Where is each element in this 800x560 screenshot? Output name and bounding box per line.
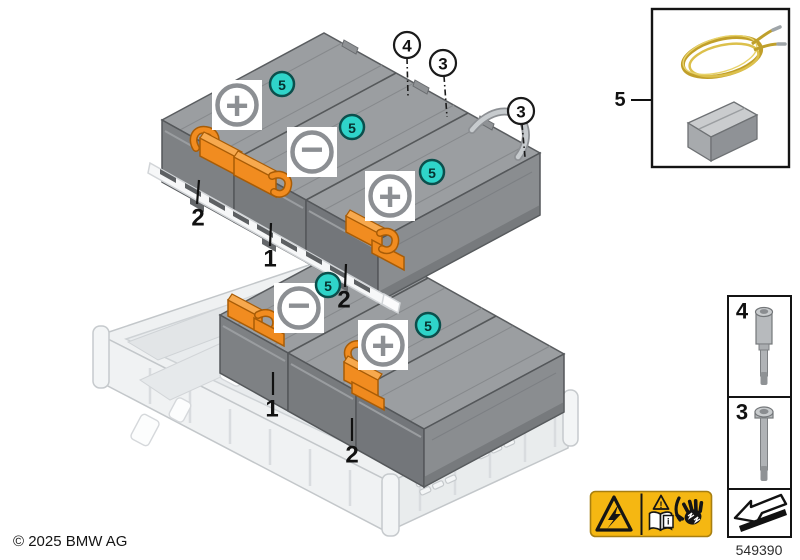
callout-label: 1 — [263, 246, 276, 273]
plus-glyph: + — [378, 175, 401, 219]
callout-2-rail-lower-end[interactable]: 2 — [337, 263, 351, 314]
callout-1-lower[interactable]: 1 — [265, 372, 279, 423]
callout-label: 3 — [516, 103, 525, 122]
legend-screw-3-box: 3 — [727, 396, 792, 490]
callout-label: 2 — [337, 287, 350, 314]
callout-2-rail-upper[interactable]: 2 — [191, 179, 205, 232]
callout-label: 1 — [265, 396, 278, 423]
callout-2-bottom[interactable]: 2 — [345, 418, 359, 469]
callout-5-badge[interactable]: 5 — [268, 70, 296, 98]
plus-glyph: + — [225, 84, 248, 128]
plus-terminal-icon: + — [358, 320, 408, 370]
terminal-connector-upper-left — [189, 125, 293, 199]
direction-arrow-icon — [733, 493, 788, 532]
callout-5-badge[interactable]: 5 — [414, 311, 442, 339]
callout-label: 5 — [614, 89, 625, 111]
info-glyph: i — [667, 517, 670, 527]
callout-label: 3 — [438, 55, 447, 74]
minus-glyph: − — [300, 128, 323, 172]
minus-terminal-icon: − — [274, 283, 324, 333]
callout-label: 5 — [428, 165, 436, 181]
callout-5-badge[interactable]: 5 — [418, 158, 446, 186]
callout-5-badge[interactable]: 5 — [314, 271, 342, 299]
callout-3-circled-a[interactable]: 3 — [428, 48, 458, 118]
callout-label: 5 — [324, 278, 332, 294]
callout-4-circled[interactable]: 4 — [392, 30, 422, 97]
callout-1-upper[interactable]: 1 — [263, 222, 277, 273]
terminal-plates: + − + − + — [212, 80, 415, 370]
legend-label-3: 3 — [736, 400, 748, 425]
callout-3-circled-b[interactable]: 3 — [506, 96, 536, 158]
terminal-connector-upper-right — [345, 209, 405, 272]
minus-glyph: − — [287, 284, 310, 328]
tray-corner-posts — [92, 325, 579, 537]
legend-screw-4-box: 4 — [727, 295, 792, 398]
high-voltage-warning-icon — [595, 495, 633, 532]
shoulder-screw-icon — [754, 306, 774, 385]
plus-terminal-icon: + — [365, 171, 415, 221]
terminal-connector-lower-left — [227, 293, 285, 348]
callout-label: 5 — [348, 120, 356, 136]
foam-pad-icon — [686, 101, 759, 163]
circled-callouts: 4 3 3 — [392, 30, 536, 158]
assembly-direction-box — [727, 488, 792, 538]
callout-label: 5 — [424, 318, 432, 334]
battery-module-group-upper — [160, 32, 542, 304]
legend-kit-box: 5 — [614, 7, 791, 169]
plus-glyph: + — [371, 324, 394, 368]
plain-callouts: 2 1 2 1 2 — [191, 179, 359, 469]
callout-5-badges: 5 5 5 5 5 — [268, 70, 446, 339]
read-instructions-icon: ! i — [648, 494, 674, 532]
callout-label: 4 — [402, 37, 412, 56]
rail-gap-shadows — [160, 169, 370, 293]
plus-terminal-icon: + — [212, 80, 262, 130]
callout-5-badge[interactable]: 5 — [338, 113, 366, 141]
repair-wire-icon — [680, 25, 787, 79]
callout-label: 5 — [278, 77, 286, 93]
minus-terminal-icon: − — [287, 127, 337, 177]
callout-5-kit[interactable]: 5 — [614, 89, 652, 111]
cheese-head-screw-icon — [754, 406, 774, 481]
electric-shock-hand-icon — [674, 496, 704, 525]
legend-label-4: 4 — [736, 299, 749, 324]
callout-label: 2 — [345, 442, 358, 469]
exclamation-glyph: ! — [660, 500, 663, 510]
drawing-number: 549390 — [736, 542, 783, 558]
callout-label: 2 — [191, 205, 204, 232]
copyright-notice: © 2025 BMW AG — [13, 533, 127, 550]
high-voltage-warning-label: ! i — [589, 490, 713, 538]
